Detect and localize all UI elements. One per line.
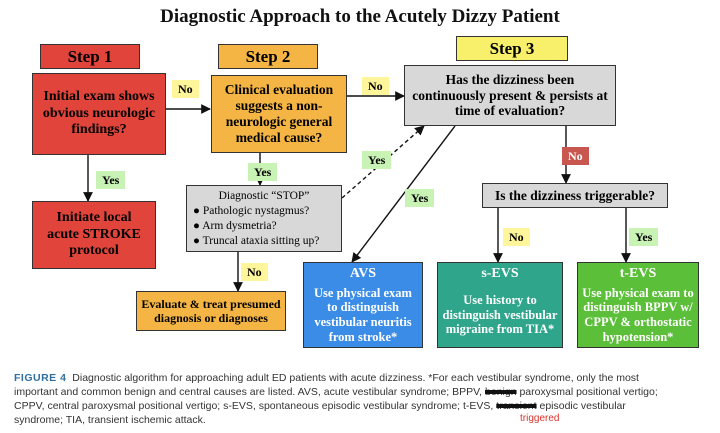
struck-word-benign: benign bbox=[485, 386, 517, 398]
evaluate-treat-box: Evaluate & treat presumed diagnosis or d… bbox=[136, 291, 286, 331]
label-yes-stroke: Yes bbox=[96, 171, 126, 189]
avs-box: AVS Use physical exam to distinguish ves… bbox=[303, 262, 423, 348]
step-2-header: Step 2 bbox=[218, 44, 318, 69]
caption-line-2: important and common benign and central … bbox=[14, 386, 658, 398]
stop-item-2: ● Arm dysmetria? bbox=[193, 220, 277, 232]
step-3-header: Step 3 bbox=[456, 36, 568, 61]
caption-line-1: FIGURE 4 Diagnostic algorithm for approa… bbox=[14, 372, 639, 384]
label-yes-avs: Yes bbox=[405, 189, 435, 207]
label-yes-triggerable: Yes bbox=[629, 228, 659, 246]
label-yes-clinical: Yes bbox=[248, 163, 278, 181]
stop-title: Diagnostic “STOP” bbox=[218, 190, 310, 202]
label-no-triggerable: No bbox=[503, 228, 530, 246]
avs-description: Use physical exam to distinguish vestibu… bbox=[314, 285, 412, 344]
caption-line-4: syndrome; TIA, transient ischemic attack… bbox=[14, 414, 206, 426]
label-no-stop: No bbox=[241, 263, 268, 281]
label-no-clinical: No bbox=[362, 77, 389, 95]
stroke-protocol-box: Initiate local acute STROKE protocol bbox=[32, 201, 156, 269]
label-yes-stop: Yes bbox=[362, 151, 392, 169]
t-evs-heading: t-EVS bbox=[619, 266, 657, 281]
t-evs-box: t-EVS Use physical exam to distinguish B… bbox=[577, 262, 699, 348]
stop-item-1: ● Pathologic nystagmus? bbox=[193, 205, 310, 217]
s-evs-box: s-EVS Use history to distinguish vestibu… bbox=[437, 262, 563, 348]
clinical-evaluation-box: Clinical evaluation suggests a non-neuro… bbox=[211, 75, 347, 153]
label-no-continuous: No bbox=[562, 147, 589, 165]
s-evs-description: Use history to distinguish vestibular mi… bbox=[442, 292, 558, 337]
diagram-title: Diagnostic Approach to the Acutely Dizzy… bbox=[160, 6, 560, 27]
stop-item-3: ● Truncal ataxia sitting up? bbox=[193, 235, 320, 247]
figure-caption: FIGURE 4 Diagnostic algorithm for approa… bbox=[14, 371, 714, 427]
figure-number: FIGURE 4 bbox=[14, 372, 67, 384]
caption-line-3: CPPV, central paroxysmal positional vert… bbox=[14, 400, 626, 412]
initial-exam-box: Initial exam shows obvious neurologic fi… bbox=[32, 73, 166, 155]
arrow-continuous-to-avs bbox=[351, 125, 456, 263]
avs-heading: AVS bbox=[349, 266, 377, 281]
struck-word-transient: transient bbox=[496, 400, 537, 412]
t-evs-description: Use physical exam to distinguish BPPV w/… bbox=[582, 285, 694, 344]
triggerable-box: Is the dizziness triggerable? bbox=[482, 183, 668, 208]
step-1-header: Step 1 bbox=[40, 44, 140, 69]
continuous-dizziness-box: Has the dizziness been continuously pres… bbox=[404, 65, 616, 126]
label-no-initial: No bbox=[172, 80, 199, 98]
handwritten-triggered-note: triggered bbox=[520, 413, 560, 424]
diagnostic-stop-box: Diagnostic “STOP” ● Pathologic nystagmus… bbox=[186, 185, 342, 252]
s-evs-heading: s-EVS bbox=[481, 266, 519, 281]
